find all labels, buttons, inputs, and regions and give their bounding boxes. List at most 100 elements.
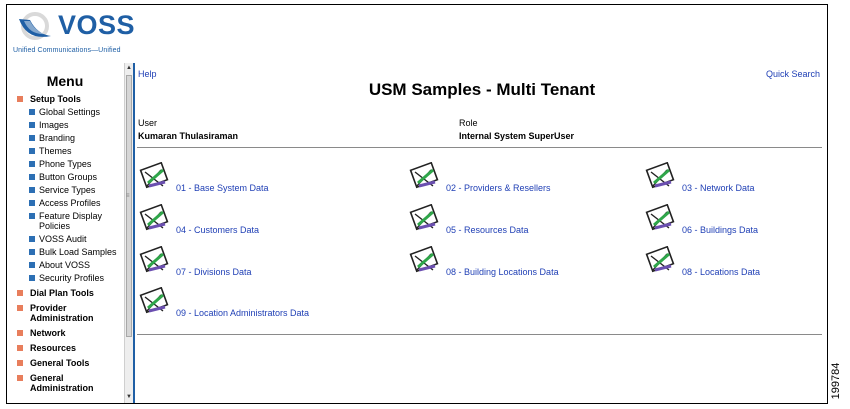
square-bullet-icon <box>17 96 23 102</box>
data-item-customers[interactable]: 04 - Customers Data <box>139 204 359 240</box>
sidebar-scrollbar[interactable]: ▲ ≡ ▼ <box>124 63 133 403</box>
menu-section-network[interactable]: Network <box>15 328 123 338</box>
square-bullet-icon <box>29 161 35 167</box>
menu-item-label: Themes <box>39 146 72 156</box>
square-bullet-icon <box>17 345 23 351</box>
data-item-base-system[interactable]: 01 - Base System Data <box>139 162 359 198</box>
logo-tagline: Unified Communications—Unified <box>13 47 121 54</box>
data-file-icon <box>645 162 675 189</box>
menu-section-label: Dial Plan Tools <box>30 288 94 298</box>
menu-item-about-voss[interactable]: About VOSS <box>29 260 123 270</box>
menu-item-global-settings[interactable]: Global Settings <box>29 107 123 117</box>
square-bullet-icon <box>29 174 35 180</box>
scroll-thumb[interactable] <box>126 75 132 337</box>
voss-logo-icon <box>19 12 51 40</box>
menu-item-label: Service Types <box>39 185 96 195</box>
data-item-location-administrators[interactable]: 09 - Location Administrators Data <box>139 287 379 323</box>
menu-item-label: Phone Types <box>39 159 92 169</box>
data-item-resources[interactable]: 05 - Resources Data <box>409 204 629 240</box>
menu-item-feature-display-policies[interactable]: Feature Display Policies <box>29 211 123 231</box>
logo-header: VOSS Unified Communications—Unified <box>7 5 827 63</box>
data-item-divisions[interactable]: 07 - Divisions Data <box>139 246 359 282</box>
figure-number-text: 199784 <box>830 362 842 400</box>
menu-item-voss-audit[interactable]: VOSS Audit <box>29 234 123 244</box>
square-bullet-icon <box>17 290 23 296</box>
data-link[interactable]: 04 - Customers Data <box>176 225 260 235</box>
quick-search-link[interactable]: Quick Search <box>765 69 820 79</box>
menu-section-label: Resources <box>30 343 77 353</box>
data-item-locations[interactable]: 08 - Locations Data <box>645 246 825 282</box>
menu-section-general-administration[interactable]: General Administration <box>15 373 123 393</box>
data-link[interactable]: 03 - Network Data <box>682 183 755 193</box>
user-label: User <box>138 118 158 128</box>
menu-section-dial-plan-tools[interactable]: Dial Plan Tools <box>15 288 123 298</box>
menu-section-provider-administration[interactable]: Provider Administration <box>15 303 123 323</box>
menu-item-images[interactable]: Images <box>29 120 123 130</box>
data-link[interactable]: 07 - Divisions Data <box>176 267 252 277</box>
square-bullet-icon <box>29 249 35 255</box>
square-bullet-icon <box>29 275 35 281</box>
square-bullet-icon <box>29 187 35 193</box>
data-item-buildings[interactable]: 06 - Buildings Data <box>645 204 825 240</box>
main-content: Help Quick Search USM Samples - Multi Te… <box>137 63 827 403</box>
square-bullet-icon <box>29 262 35 268</box>
data-file-icon <box>139 204 169 231</box>
square-bullet-icon <box>29 148 35 154</box>
menu-section-general-tools[interactable]: General Tools <box>15 358 123 368</box>
scroll-up-arrow-icon[interactable]: ▲ <box>126 65 132 71</box>
menu-item-label: Feature Display Policies <box>39 211 103 231</box>
menu-item-button-groups[interactable]: Button Groups <box>29 172 123 182</box>
menu-item-security-profiles[interactable]: Security Profiles <box>29 273 123 283</box>
data-link[interactable]: 06 - Buildings Data <box>682 225 759 235</box>
menu-item-label: About VOSS <box>39 260 91 270</box>
menu-section-setup-tools[interactable]: Setup Tools Global Settings Images Brand… <box>15 94 123 283</box>
menu-section-label: General Tools <box>30 358 90 368</box>
help-link[interactable]: Help <box>138 69 157 79</box>
footer-divider <box>137 334 822 335</box>
data-file-icon <box>139 287 169 314</box>
data-link[interactable]: 01 - Base System Data <box>176 183 269 193</box>
menu-section-label: Network <box>30 328 66 338</box>
menu-section-label: Setup Tools <box>30 94 81 104</box>
menu-item-bulk-load-samples[interactable]: Bulk Load Samples <box>29 247 123 257</box>
data-file-icon <box>409 162 439 189</box>
page-title: USM Samples - Multi Tenant <box>368 80 596 99</box>
menu-item-themes[interactable]: Themes <box>29 146 123 156</box>
data-file-icon <box>409 204 439 231</box>
menu-item-label: Global Settings <box>39 107 101 117</box>
figure-number: 199784 <box>830 358 842 404</box>
user-value: Kumaran Thulasiraman <box>138 131 239 141</box>
square-bullet-icon <box>17 330 23 336</box>
menu-item-branding[interactable]: Branding <box>29 133 123 143</box>
data-file-icon <box>139 246 169 273</box>
data-link[interactable]: 08 - Locations Data <box>682 267 761 277</box>
grip-lines-icon: ≡ <box>126 193 130 199</box>
menu-title: Menu <box>46 73 84 89</box>
role-label: Role <box>459 118 478 128</box>
role-value: Internal System SuperUser <box>459 131 575 141</box>
data-item-building-locations[interactable]: 08 - Building Locations Data <box>409 246 629 282</box>
square-bullet-icon <box>29 135 35 141</box>
scroll-down-arrow-icon[interactable]: ▼ <box>126 394 132 400</box>
header-divider <box>137 147 822 148</box>
square-bullet-icon <box>17 360 23 366</box>
data-link[interactable]: 09 - Location Administrators Data <box>176 308 310 318</box>
square-bullet-icon <box>29 236 35 242</box>
square-bullet-icon <box>17 375 23 381</box>
data-file-icon <box>645 246 675 273</box>
square-bullet-icon <box>29 200 35 206</box>
menu-item-label: Images <box>39 120 69 130</box>
logo-wordmark: VOSS <box>58 10 136 40</box>
menu-item-access-profiles[interactable]: Access Profiles <box>29 198 123 208</box>
menu-section-label: General Administration <box>30 373 94 393</box>
data-link[interactable]: 02 - Providers & Resellers <box>446 183 551 193</box>
menu-section-label: Provider Administration <box>30 303 94 323</box>
data-link[interactable]: 05 - Resources Data <box>446 225 529 235</box>
menu-item-label: Access Profiles <box>39 198 101 208</box>
menu-item-phone-types[interactable]: Phone Types <box>29 159 123 169</box>
menu-item-service-types[interactable]: Service Types <box>29 185 123 195</box>
menu-section-resources[interactable]: Resources <box>15 343 123 353</box>
data-item-providers-resellers[interactable]: 02 - Providers & Resellers <box>409 162 629 198</box>
data-link[interactable]: 08 - Building Locations Data <box>446 267 559 277</box>
data-item-network[interactable]: 03 - Network Data <box>645 162 825 198</box>
